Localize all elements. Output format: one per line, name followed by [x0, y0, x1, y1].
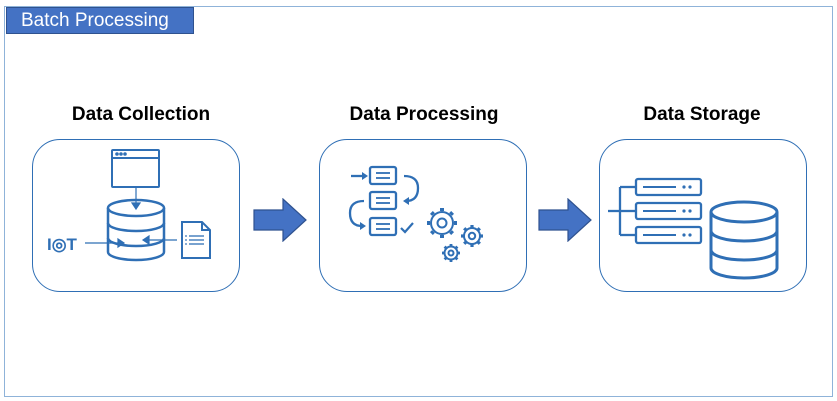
diagram-title: Batch Processing — [6, 7, 194, 34]
diagram-frame — [4, 6, 833, 397]
task-list-icon — [348, 165, 420, 237]
document-icon — [181, 221, 211, 259]
stage-title-processing: Data Processing — [349, 104, 499, 125]
stage-card-processing — [319, 139, 527, 292]
stage-card-storage — [599, 139, 807, 292]
server-rack-icon — [608, 177, 703, 245]
stage-title-collection: Data Collection — [71, 104, 211, 125]
browser-window-icon — [111, 149, 160, 188]
iot-icon: I◎T — [47, 235, 78, 254]
database-icon — [106, 198, 166, 262]
iot-label: I◎T — [47, 235, 78, 254]
stage-title-storage: Data Storage — [643, 104, 761, 125]
stage-card-collection: I◎T — [32, 139, 240, 292]
gears-icon — [427, 208, 483, 262]
flow-arrow-2 — [538, 198, 594, 242]
database-icon — [709, 200, 779, 280]
flow-arrow-1 — [253, 198, 309, 242]
